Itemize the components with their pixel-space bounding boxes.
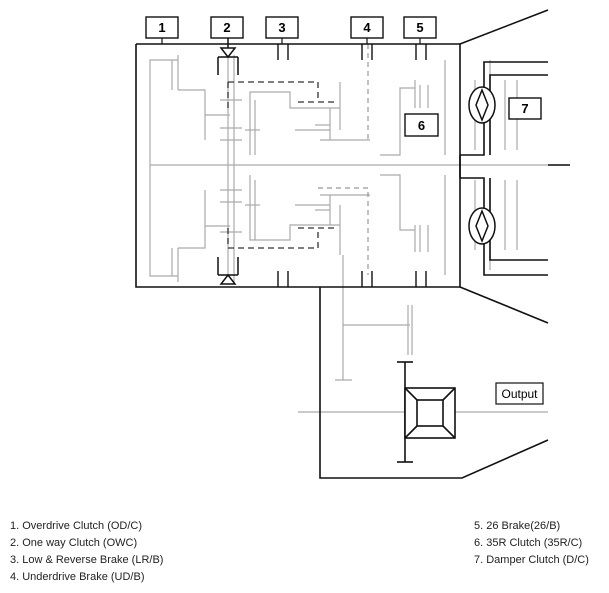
callout-3: 3	[265, 16, 299, 44]
callout-5: 5	[403, 16, 437, 44]
legend-item: 7. Damper Clutch (D/C)	[474, 554, 589, 566]
torque-converter	[468, 86, 496, 245]
callout-7-label: 7	[521, 101, 528, 116]
transmission-schematic: 1 2 3 4 5 6 7 Output	[135, 9, 570, 479]
callout-7: 7	[508, 97, 542, 120]
converter-upper-icon	[468, 86, 496, 124]
callout-1: 1	[145, 16, 179, 44]
callout-4: 4	[350, 16, 384, 44]
callout-2: 2	[210, 16, 244, 39]
callout-2-label: 2	[223, 20, 230, 35]
legend-item: 1. Overdrive Clutch (OD/C)	[10, 520, 143, 532]
callout-3-label: 3	[278, 20, 285, 35]
housing-anchors	[277, 44, 427, 287]
converter-lower-icon	[468, 207, 496, 245]
differential-symbol	[397, 361, 456, 463]
dashed-elements	[227, 81, 335, 249]
callout-6-label: 6	[418, 118, 425, 133]
output-callout: Output	[495, 382, 544, 405]
output-label: Output	[501, 387, 538, 401]
one-way-clutch-symbol	[217, 38, 239, 285]
legend-item: 4. Underdrive Brake (UD/B)	[10, 571, 145, 583]
callout-6: 6	[404, 113, 439, 137]
legend-right: 5. 26 Brake(26/B) 6. 35R Clutch (35R/C) …	[474, 518, 589, 569]
callout-1-label: 1	[158, 20, 165, 35]
legend-item: 2. One way Clutch (OWC)	[10, 537, 138, 549]
legend-item: 5. 26 Brake(26/B)	[474, 520, 561, 532]
callout-5-label: 5	[416, 20, 423, 35]
legend-item: 6. 35R Clutch (35R/C)	[474, 537, 583, 549]
dashed-grey-elements	[318, 44, 369, 275]
gear-train-lines	[149, 55, 568, 413]
transmission-housing	[135, 9, 570, 479]
callout-4-label: 4	[363, 20, 371, 35]
legend-left: 1. Overdrive Clutch (OD/C) 2. One way Cl…	[10, 518, 163, 586]
legend-item: 3. Low & Reverse Brake (LR/B)	[10, 554, 164, 566]
